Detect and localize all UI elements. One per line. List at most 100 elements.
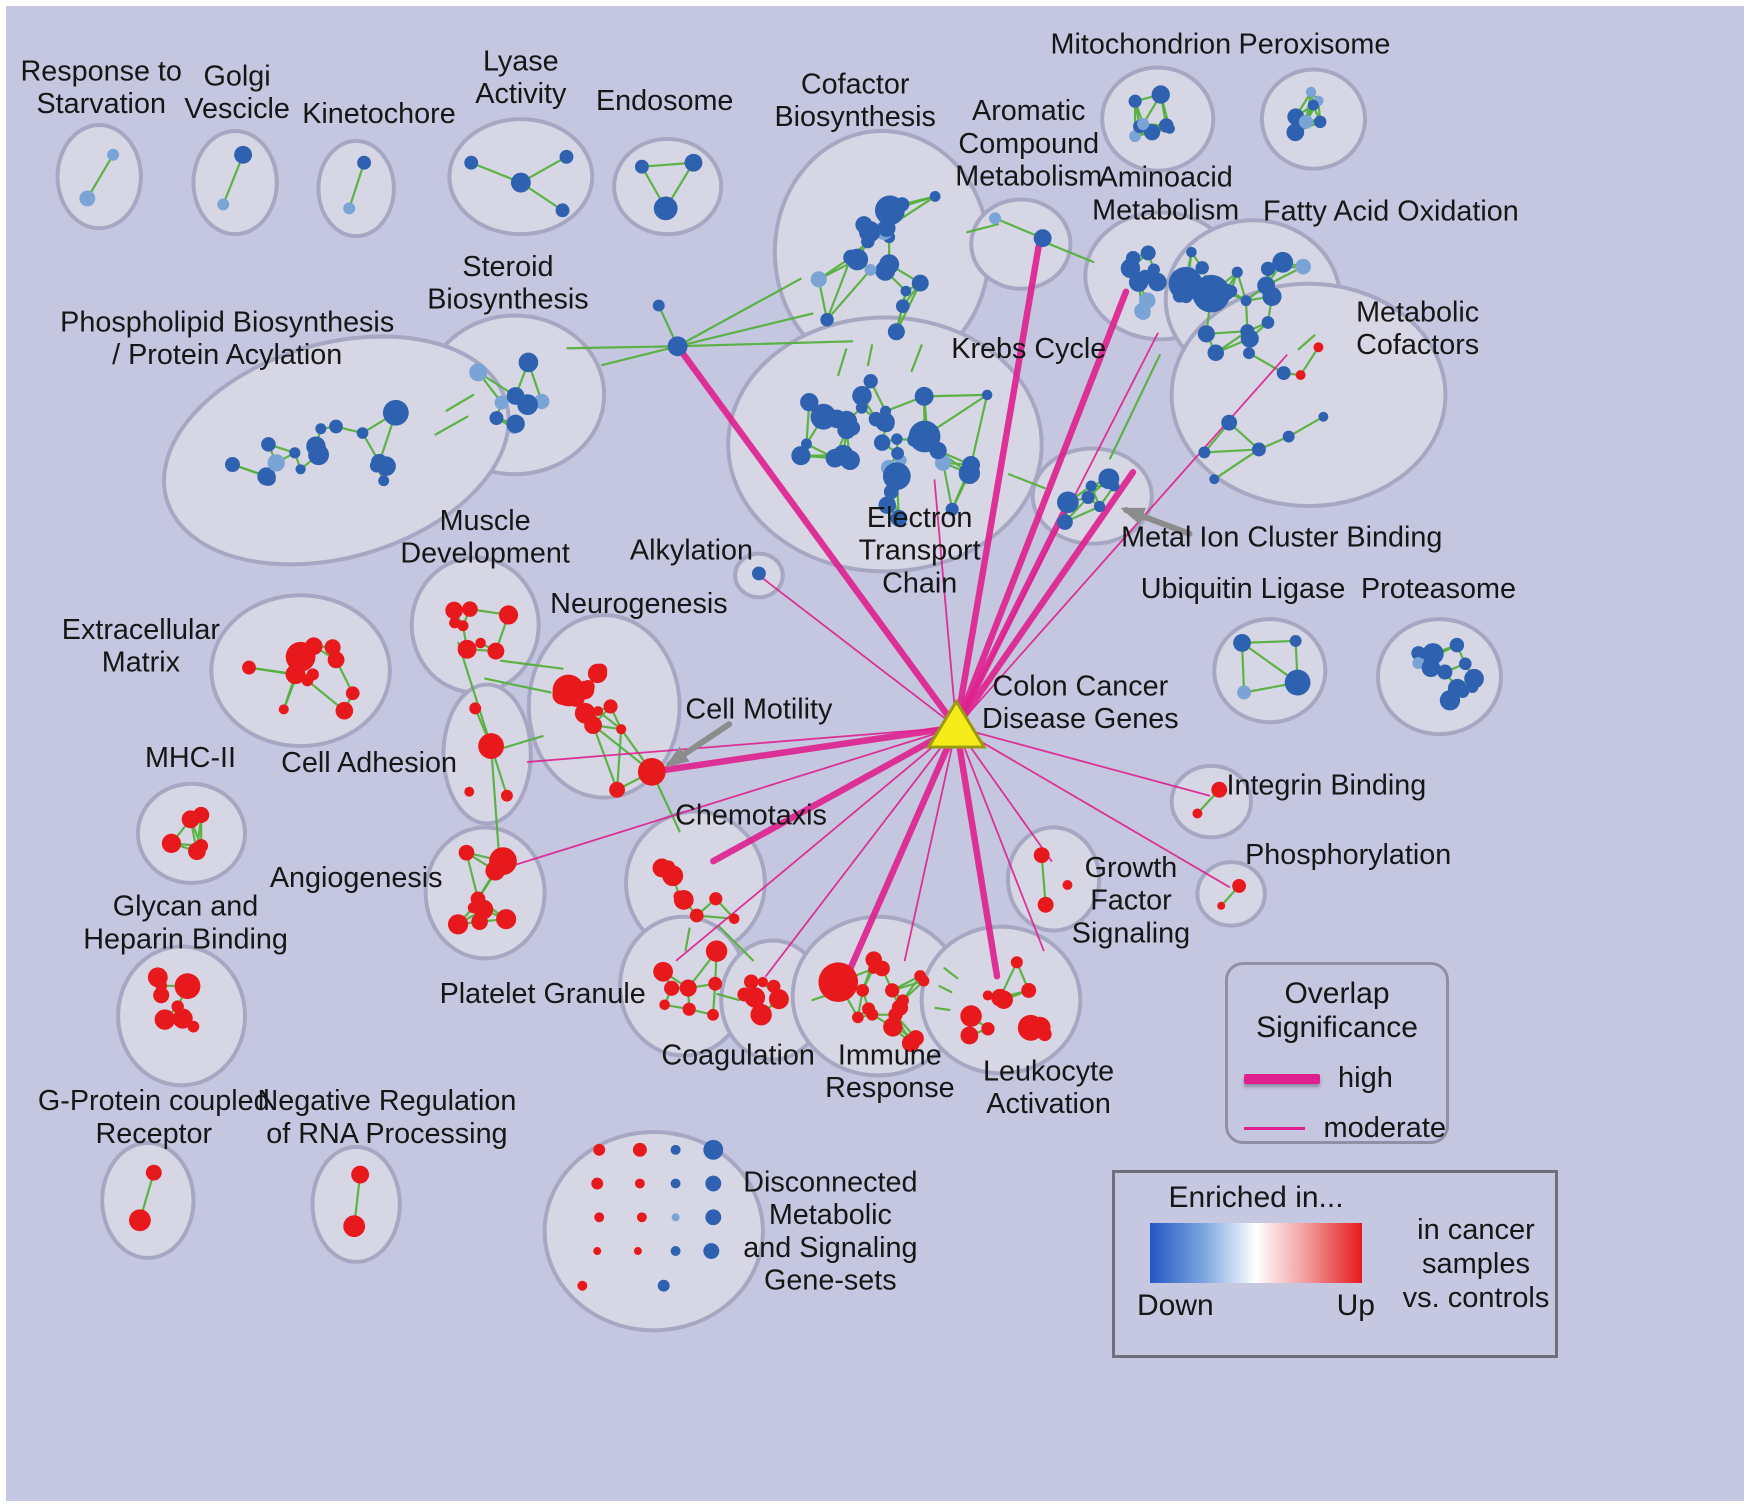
- gene-set-node[interactable]: [1192, 808, 1203, 819]
- gene-set-node[interactable]: [555, 203, 570, 218]
- gene-set-node[interactable]: [1240, 295, 1252, 307]
- gene-set-node[interactable]: [1062, 879, 1073, 890]
- gene-set-node[interactable]: [475, 637, 486, 649]
- gene-set-node[interactable]: [153, 987, 170, 1004]
- gene-set-node[interactable]: [1140, 245, 1156, 261]
- gene-set-node[interactable]: [1262, 286, 1282, 307]
- gene-set-node[interactable]: [506, 414, 525, 434]
- gene-set-node[interactable]: [634, 1178, 645, 1189]
- gene-set-node[interactable]: [469, 363, 488, 382]
- gene-set-node[interactable]: [1137, 118, 1150, 131]
- gene-set-node[interactable]: [750, 1003, 772, 1026]
- gene-set-node[interactable]: [343, 202, 356, 215]
- gene-set-node[interactable]: [469, 702, 482, 715]
- gene-set-node[interactable]: [708, 976, 723, 991]
- gene-set-node[interactable]: [653, 196, 678, 221]
- gene-set-node[interactable]: [633, 1247, 642, 1255]
- gene-set-node[interactable]: [1098, 468, 1120, 490]
- gene-set-node[interactable]: [705, 1175, 722, 1192]
- gene-set-node[interactable]: [918, 975, 930, 987]
- gene-set-node[interactable]: [1251, 442, 1266, 457]
- gene-set-node[interactable]: [324, 639, 341, 656]
- gene-set-node[interactable]: [945, 502, 959, 516]
- gene-set-node[interactable]: [351, 1165, 370, 1184]
- gene-set-node[interactable]: [705, 1209, 722, 1226]
- gene-set-node[interactable]: [1129, 130, 1141, 143]
- gene-set-node[interactable]: [498, 605, 519, 625]
- gene-set-node[interactable]: [591, 1177, 604, 1190]
- gene-set-node[interactable]: [1276, 366, 1291, 380]
- gene-set-node[interactable]: [593, 706, 604, 717]
- gene-set-node[interactable]: [464, 155, 479, 170]
- gene-set-node[interactable]: [1449, 637, 1465, 653]
- gene-set-node[interactable]: [874, 960, 890, 977]
- gene-set-node[interactable]: [852, 386, 872, 406]
- gene-set-node[interactable]: [378, 475, 390, 487]
- gene-set-node[interactable]: [960, 1026, 979, 1045]
- gene-set-node[interactable]: [1139, 292, 1156, 309]
- gene-set-node[interactable]: [1143, 124, 1161, 141]
- gene-set-node[interactable]: [703, 1139, 724, 1160]
- gene-set-node[interactable]: [609, 781, 626, 798]
- gene-set-node[interactable]: [768, 989, 789, 1010]
- gene-set-node[interactable]: [862, 1002, 876, 1016]
- gene-set-node[interactable]: [1093, 500, 1106, 513]
- gene-set-node[interactable]: [1221, 414, 1238, 431]
- gene-set-node[interactable]: [1307, 99, 1319, 111]
- gene-set-node[interactable]: [744, 987, 766, 1008]
- gene-set-node[interactable]: [689, 908, 704, 923]
- gene-set-node[interactable]: [1458, 657, 1472, 671]
- gene-set-node[interactable]: [743, 974, 759, 990]
- gene-set-node[interactable]: [1282, 430, 1295, 443]
- gene-set-node[interactable]: [487, 642, 505, 660]
- gene-set-node[interactable]: [703, 1243, 720, 1259]
- gene-set-node[interactable]: [1284, 669, 1311, 696]
- gene-set-node[interactable]: [335, 701, 354, 720]
- gene-set-node[interactable]: [1081, 490, 1095, 505]
- gene-set-node[interactable]: [457, 620, 469, 632]
- gene-set-node[interactable]: [800, 393, 819, 412]
- gene-set-node[interactable]: [289, 447, 301, 459]
- gene-set-node[interactable]: [278, 704, 289, 715]
- gene-set-node[interactable]: [880, 405, 892, 417]
- gene-set-node[interactable]: [664, 980, 680, 996]
- gene-set-node[interactable]: [79, 190, 96, 207]
- gene-set-node[interactable]: [128, 1209, 151, 1232]
- gene-set-node[interactable]: [1209, 474, 1220, 485]
- gene-set-node[interactable]: [161, 833, 182, 854]
- gene-set-node[interactable]: [852, 1011, 864, 1024]
- gene-set-node[interactable]: [810, 271, 827, 288]
- gene-set-node[interactable]: [1447, 678, 1467, 698]
- gene-set-node[interactable]: [671, 1213, 680, 1222]
- gene-set-node[interactable]: [659, 999, 670, 1011]
- gene-set-node[interactable]: [174, 973, 201, 1000]
- gene-set-node[interactable]: [107, 148, 120, 161]
- gene-set-node[interactable]: [1437, 664, 1453, 680]
- gene-set-node[interactable]: [751, 566, 766, 581]
- gene-set-node[interactable]: [652, 299, 665, 312]
- gene-set-node[interactable]: [1260, 261, 1276, 276]
- gene-set-node[interactable]: [1186, 246, 1197, 258]
- gene-set-node[interactable]: [1033, 229, 1052, 248]
- colon-cancer-disease-genes-node[interactable]: [925, 698, 987, 749]
- gene-set-node[interactable]: [878, 496, 896, 514]
- gene-set-node[interactable]: [856, 984, 870, 997]
- gene-set-node[interactable]: [670, 1246, 681, 1256]
- gene-set-node[interactable]: [356, 427, 369, 439]
- gene-set-node[interactable]: [510, 172, 531, 193]
- gene-set-node[interactable]: [873, 434, 891, 451]
- gene-set-node[interactable]: [301, 674, 314, 687]
- gene-set-node[interactable]: [470, 891, 486, 907]
- gene-set-node[interactable]: [1057, 514, 1073, 530]
- gene-set-node[interactable]: [960, 1005, 982, 1027]
- gene-set-node[interactable]: [883, 1017, 903, 1037]
- gene-set-node[interactable]: [462, 601, 478, 617]
- gene-set-node[interactable]: [464, 786, 475, 797]
- gene-set-node[interactable]: [501, 789, 513, 802]
- gene-set-node[interactable]: [261, 471, 276, 486]
- gene-set-node[interactable]: [670, 1144, 681, 1155]
- gene-set-node[interactable]: [1412, 657, 1425, 670]
- gene-set-node[interactable]: [982, 990, 993, 1001]
- gene-set-node[interactable]: [891, 999, 909, 1016]
- gene-set-node[interactable]: [1057, 491, 1079, 514]
